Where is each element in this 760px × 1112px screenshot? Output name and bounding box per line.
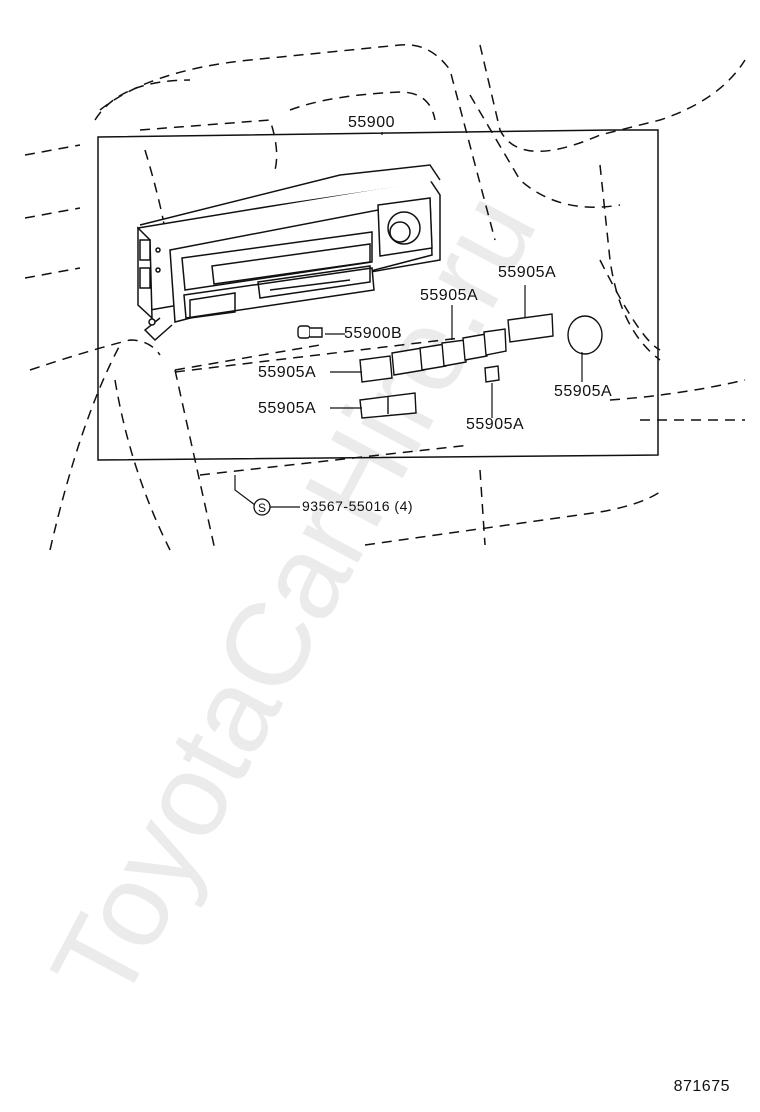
dashboard-outline (24, 43, 746, 551)
label-knob-top: 55905A (420, 287, 479, 304)
diagram-id: 871675 (673, 1078, 730, 1095)
label-knob-lower-mid: 55905A (466, 416, 525, 433)
illustration-frame (97, 129, 659, 461)
leader-lines (234, 132, 583, 506)
control-panel-assembly (137, 164, 441, 342)
label-knob-left-upper: 55905A (258, 364, 317, 381)
screw-symbol-letter: S (258, 501, 266, 515)
label-screw: 93567-55016 (4) (302, 498, 414, 514)
label-knob-left-lower: 55905A (258, 400, 317, 417)
screw-symbol: S (253, 498, 300, 516)
label-assembly: 55900 (348, 114, 395, 131)
label-knob-right: 55905A (554, 383, 613, 400)
label-bulb: 55900B (344, 325, 403, 342)
label-knob-upper-right: 55905A (498, 264, 557, 281)
button-row-upper (359, 313, 603, 419)
bulb-part (297, 325, 323, 339)
